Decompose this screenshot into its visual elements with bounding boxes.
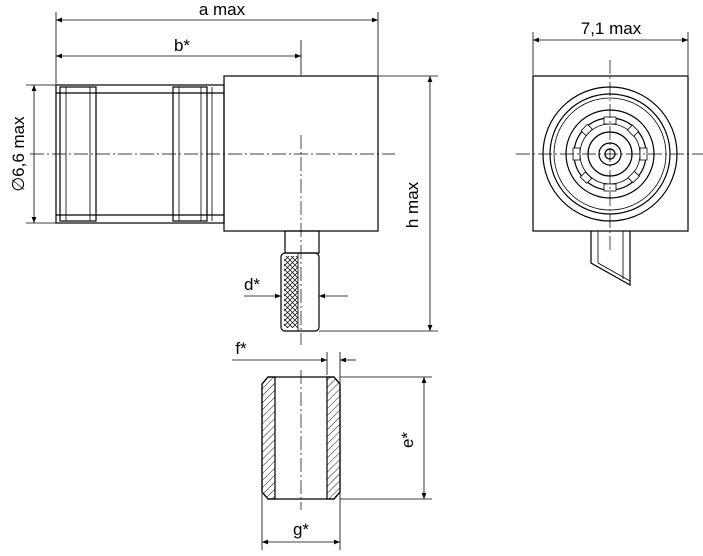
dim-b-label: b* bbox=[174, 36, 190, 55]
dim-h-label: h max bbox=[403, 181, 422, 228]
ferrule-wall-right bbox=[326, 376, 341, 500]
front-view: 7,1 max bbox=[516, 19, 703, 287]
side-view: a max b* ∅6,6 max h max d* bbox=[9, 0, 438, 345]
ferrule-section: f* e* g* bbox=[232, 339, 432, 550]
dim-f-label: f* bbox=[235, 339, 247, 358]
dim-width-label: 7,1 max bbox=[581, 19, 642, 38]
dim-diameter-label: ∅6,6 max bbox=[9, 116, 28, 192]
cable-stem bbox=[284, 230, 320, 254]
front-block bbox=[532, 75, 689, 232]
dim-d-label: d* bbox=[244, 275, 260, 294]
dim-a-label: a max bbox=[199, 0, 246, 19]
dim-g-label: g* bbox=[293, 520, 309, 539]
crimp-ferrule bbox=[280, 252, 320, 332]
ferrule-wall-left bbox=[261, 376, 276, 500]
dim-e-label: e* bbox=[398, 432, 417, 448]
cable-stub bbox=[590, 231, 631, 287]
